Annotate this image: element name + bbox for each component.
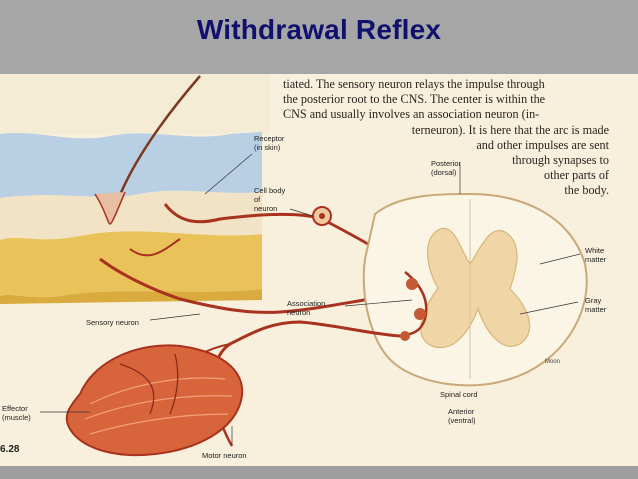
- label-anterior-text: Anterior (ventral): [448, 407, 476, 425]
- receptor-branch: [129, 238, 181, 257]
- reflex-illustration: [0, 74, 638, 466]
- leader-receptor: [204, 153, 253, 195]
- skin-dermis: [0, 190, 262, 240]
- leader-sensory-neuron: [149, 313, 201, 321]
- label-gray-matter-text: Gray matter: [585, 296, 607, 314]
- motor-nerve-in-muscle: [119, 363, 155, 415]
- slide-title: Withdrawal Reflex: [196, 14, 442, 45]
- label-white-matter-text: White matter: [585, 246, 607, 264]
- paragraph-line: other parts of: [544, 168, 609, 183]
- label-effector-text: Effector (muscle): [2, 404, 31, 422]
- label-white-matter: White matter: [585, 246, 606, 264]
- sensory-dendrite: [163, 203, 323, 224]
- leader-white-matter: [539, 253, 581, 265]
- fat-layer-edge: [0, 289, 262, 304]
- gray-matter: [420, 227, 531, 349]
- muscle-fiber-3: [89, 413, 229, 435]
- label-sensory-neuron: Sensory neuron: [86, 318, 139, 327]
- paragraph-line: the posterior root to the CNS. The cente…: [283, 92, 546, 107]
- paragraph-line: and other impulses are sent: [476, 137, 609, 152]
- fat-layer: [0, 231, 262, 298]
- label-association-neuron: Association neuron: [287, 299, 325, 317]
- label-posterior: Posterior (dorsal): [431, 159, 461, 177]
- label-effector: Effector (muscle): [2, 404, 31, 422]
- label-moon-text: Moon: [545, 359, 561, 365]
- label-association-neuron-text: Association neuron: [287, 299, 326, 317]
- association-neuron-cell-1: [406, 278, 418, 290]
- label-moon: Moon: [545, 358, 560, 367]
- explanation-paragraph: tiated. The sensory neuron relays the im…: [283, 77, 609, 199]
- association-neuron-cell-2: [414, 308, 426, 320]
- leader-cell-body: [289, 208, 314, 217]
- motor-neuron-cell-body: [400, 331, 410, 341]
- reflex-figure: tiated. The sensory neuron relays the im…: [0, 74, 638, 466]
- paragraph-line: CNS and usually involves an association …: [283, 107, 540, 122]
- figure-number: 6.28: [0, 444, 20, 455]
- label-receptor-text: Receptor (in skin): [254, 134, 285, 152]
- paragraph-line: terneuron). It is here that the arc is m…: [411, 122, 609, 137]
- leader-association-neuron: [344, 299, 413, 307]
- muscle-fiber-2: [84, 395, 233, 420]
- skin-epidermis: [0, 132, 262, 198]
- bottom-bar: [0, 466, 638, 479]
- faded-text-area: [0, 74, 270, 134]
- label-motor-neuron: Motor neuron: [202, 451, 247, 460]
- label-posterior-text: Posterior (dorsal): [431, 159, 462, 177]
- label-sensory-neuron-text: Sensory neuron: [86, 318, 139, 327]
- label-gray-matter: Gray matter: [585, 296, 606, 314]
- cell-body-nucleus: [319, 213, 325, 219]
- label-anterior: Anterior (ventral): [448, 407, 476, 425]
- label-spinal-cord: Spinal cord: [440, 390, 478, 399]
- paragraph-line: tiated. The sensory neuron relays the im…: [283, 77, 545, 91]
- label-cell-body-text: Cell body of neuron: [254, 186, 286, 213]
- motor-nerve-in-muscle-2: [169, 353, 179, 415]
- label-receptor: Receptor (in skin): [254, 134, 284, 152]
- label-motor-neuron-text: Motor neuron: [202, 451, 247, 460]
- muscle-fiber-1: [89, 377, 226, 405]
- label-cell-body: Cell body of neuron: [254, 186, 285, 213]
- hair-follicle: [94, 191, 126, 225]
- paragraph-line: the body.: [564, 183, 609, 198]
- title-bar: Withdrawal Reflex: [0, 0, 638, 74]
- paragraph-line: through synapses to: [512, 153, 609, 168]
- label-spinal-cord-text: Spinal cord: [440, 390, 478, 399]
- sensory-axon-lower: [99, 257, 281, 314]
- leader-gray-matter: [519, 301, 579, 315]
